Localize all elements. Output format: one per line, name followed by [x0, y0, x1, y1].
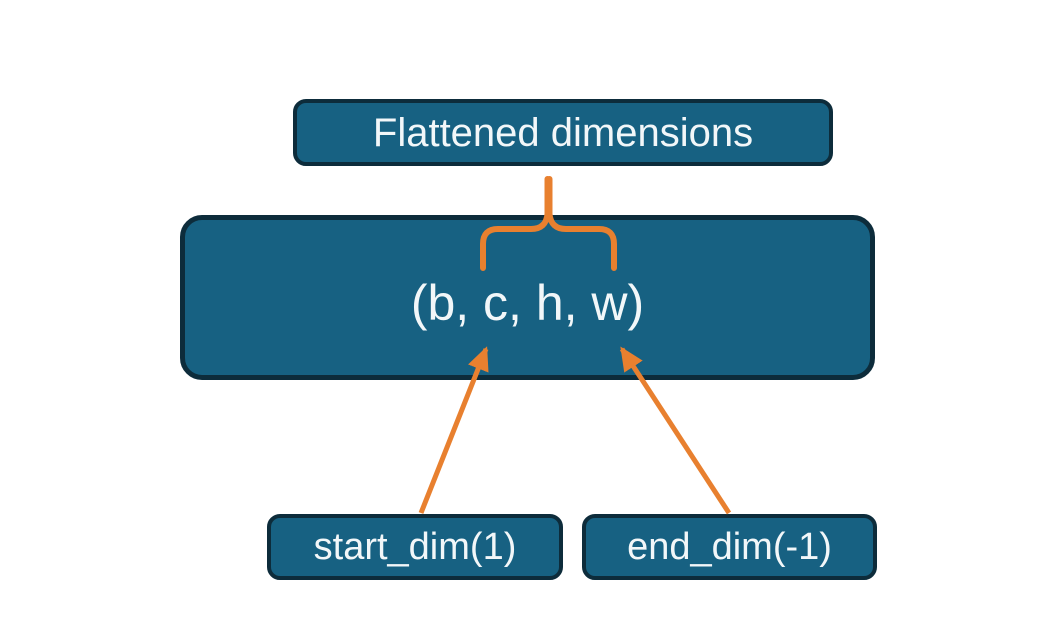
- end-dim-node: end_dim(-1): [582, 514, 877, 580]
- tensor-shape-node: (b, c, h, w): [180, 215, 875, 380]
- start-dim-label: start_dim(1): [313, 526, 517, 568]
- tensor-shape-label: (b, c, h, w): [410, 274, 645, 331]
- end-dim-label: end_dim(-1): [627, 526, 832, 568]
- start-dim-node: start_dim(1): [267, 514, 563, 580]
- flattened-dimensions-node: Flattened dimensions: [293, 99, 833, 166]
- flattened-dimensions-label: Flattened dimensions: [372, 110, 754, 155]
